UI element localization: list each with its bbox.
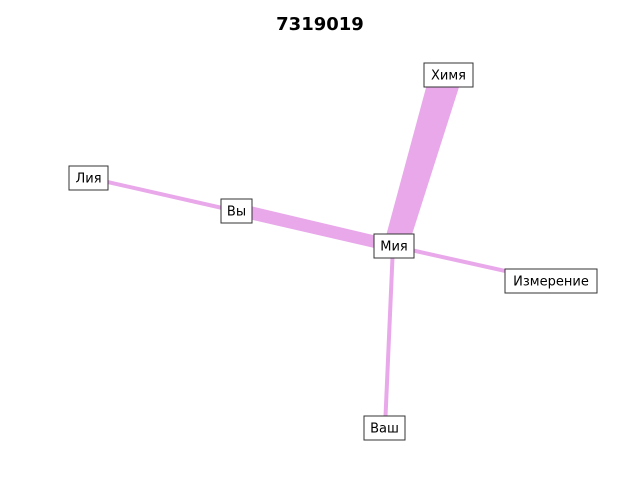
node-miya-label: Мия bbox=[380, 240, 408, 255]
node-liya-label: Лия bbox=[75, 172, 101, 187]
diagram-title: 7319019 bbox=[276, 14, 364, 35]
edge-miya-vash bbox=[383, 245, 395, 429]
node-liya[interactable]: Лия bbox=[68, 165, 109, 191]
edges-layer bbox=[89, 84, 551, 429]
node-vash-label: Ваш bbox=[370, 422, 399, 437]
edge-khimya-miya bbox=[383, 84, 460, 247]
node-izmerenie-label: Измерение bbox=[513, 275, 589, 290]
node-khimya-label: Химя bbox=[431, 69, 466, 84]
edge-vy-miya bbox=[244, 205, 394, 252]
nodes-layer: Химя Лия Вы Мия Измерение Ваш bbox=[68, 62, 598, 441]
node-khimya[interactable]: Химя bbox=[423, 62, 474, 88]
edge-liya-vy bbox=[89, 176, 241, 214]
node-vy[interactable]: Вы bbox=[220, 198, 253, 224]
node-vy-label: Вы bbox=[227, 205, 246, 220]
node-vash[interactable]: Ваш bbox=[363, 415, 406, 441]
node-izmerenie[interactable]: Измерение bbox=[504, 268, 598, 294]
node-miya[interactable]: Мия bbox=[373, 233, 415, 259]
